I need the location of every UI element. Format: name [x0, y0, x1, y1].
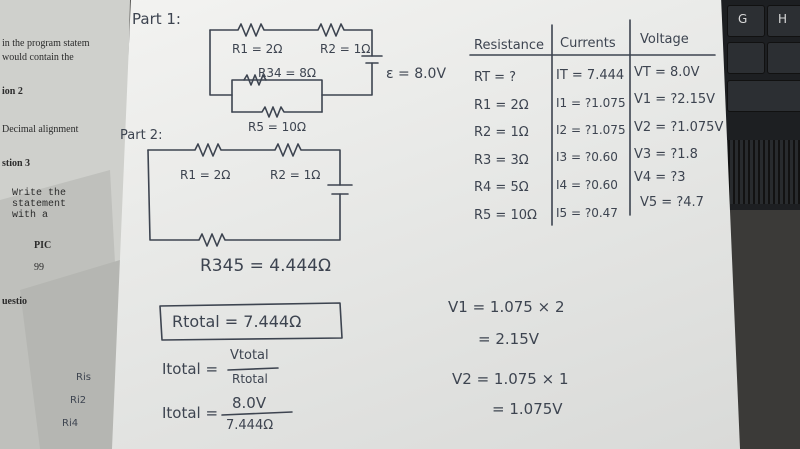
table-row-voltage: V3 = ?1.8 — [634, 147, 698, 162]
table-row-resistance: R3 = 3Ω — [474, 153, 529, 168]
keyboard-key — [767, 42, 800, 74]
table-row-resistance: R4 = 5Ω — [474, 180, 529, 195]
calc-itotal2-num: 8.0V — [232, 394, 267, 412]
bg-sheet-line: stion 3 — [2, 158, 31, 169]
table-row-current: I3 = ?0.60 — [556, 150, 618, 164]
table-row-current: I4 = ?0.60 — [556, 178, 618, 192]
speaker-grille — [720, 140, 800, 204]
table-row-voltage: V5 = ?4.7 — [640, 195, 704, 210]
bg-sheet-line: 99 — [34, 262, 44, 273]
part2-r2-label: R2 = 1Ω — [270, 168, 321, 182]
table-row-resistance: R5 = 10Ω — [474, 208, 537, 223]
calc-itotal-lhs: Itotal = — [162, 360, 219, 378]
keyboard-key — [727, 42, 765, 74]
table-row-voltage: V2 = ?1.075V — [634, 120, 724, 135]
calc-itotal2-den: 7.444Ω — [226, 418, 274, 433]
table-row-voltage: V4 = ?3 — [634, 170, 686, 185]
bg-sheet-line: PIC — [34, 240, 52, 251]
bg-sheet-line: Ri2 — [70, 395, 87, 406]
calc-v1-line2: = 2.15V — [478, 330, 539, 348]
calc-v2-line2: = 1.075V — [492, 400, 563, 418]
calc-v1-line1: V1 = 1.075 × 2 — [448, 298, 565, 316]
part2-r1-label: R1 = 2Ω — [180, 168, 231, 182]
table-header-resistance: Resistance — [474, 38, 545, 53]
part2-label: Part 2: — [120, 128, 163, 143]
table-row-current: IT = 7.444 — [556, 68, 625, 83]
bg-sheet-line: uestio — [2, 296, 27, 307]
part2-r345-label: R345 = 4.444Ω — [200, 256, 331, 276]
calc-itotal-num: Vtotal — [230, 348, 269, 363]
part1-r5-label: R5 = 10Ω — [248, 120, 307, 134]
keyboard-key — [727, 80, 800, 112]
bg-sheet-line: Ri4 — [62, 418, 79, 429]
table-header-currents: Currents — [560, 36, 616, 51]
calc-v2-line1: V2 = 1.075 × 1 — [452, 370, 569, 388]
table-row-voltage: VT = 8.0V — [634, 65, 700, 80]
table-row-current: I2 = ?1.075 — [556, 123, 626, 137]
calc-itotal2-lhs: Itotal = — [162, 404, 219, 422]
bg-sheet-line: Write the — [12, 188, 67, 199]
part1-r2-label: R2 = 1Ω — [320, 42, 371, 56]
calc-itotal-den: Rtotal — [232, 372, 268, 386]
keyboard-key-g: G — [727, 5, 765, 37]
table-row-resistance: RT = ? — [474, 70, 517, 85]
part1-emf-label: ε = 8.0V — [386, 66, 447, 82]
bg-sheet-line: in the program statem — [2, 38, 90, 49]
bg-sheet-line: Ris — [76, 372, 91, 383]
bg-sheet-line: Decimal alignment — [2, 124, 79, 135]
table-row-resistance: R1 = 2Ω — [474, 98, 529, 113]
calc-rtotal: Rtotal = 7.444Ω — [172, 312, 302, 331]
worksheet-paper — [112, 0, 740, 449]
table-header-voltage: Voltage — [640, 32, 689, 47]
table-row-resistance: R2 = 1Ω — [474, 125, 529, 140]
bg-sheet-line: ion 2 — [2, 86, 23, 97]
part1-r1-label: R1 = 2Ω — [232, 42, 283, 56]
table-row-voltage: V1 = ?2.15V — [634, 92, 716, 107]
keyboard-key-h: H — [767, 5, 800, 37]
part1-label: Part 1: — [132, 10, 181, 28]
table-row-current: I1 = ?1.075 — [556, 96, 626, 110]
bg-sheet-line: would contain the — [2, 52, 74, 63]
part1-r34-label: R34 = 8Ω — [258, 66, 317, 80]
bg-sheet-line: statement — [12, 199, 67, 210]
bg-sheet-line: with a — [12, 210, 49, 221]
table-row-current: I5 = ?0.47 — [556, 206, 618, 220]
